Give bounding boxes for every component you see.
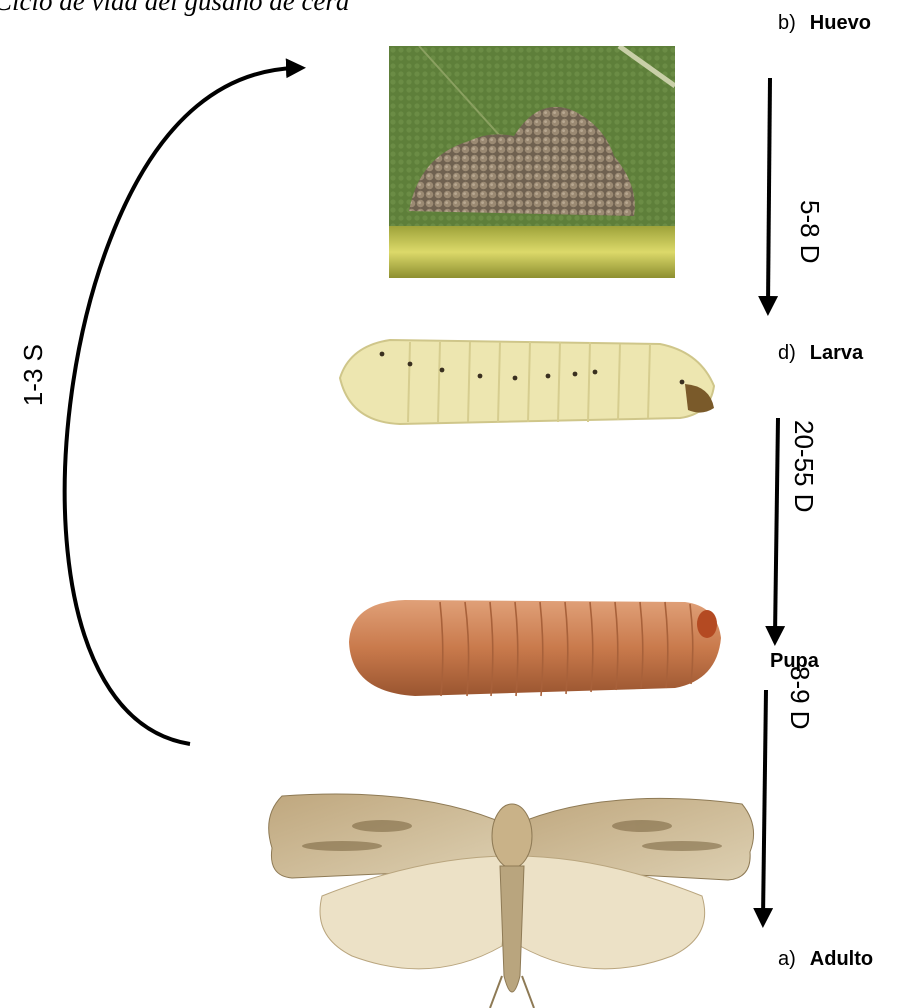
duration-egg-to-larva: 5-8 D <box>794 200 825 264</box>
duration-adult-to-egg: 1-3 S <box>18 344 49 406</box>
duration-pupa-to-adult: 8-9 D <box>784 666 815 730</box>
arrow-egg-to-larva <box>768 78 770 306</box>
arrow-larva-to-pupa <box>775 418 778 636</box>
duration-larva-to-pupa: 20-55 D <box>788 420 819 513</box>
arrow-adult-to-egg <box>65 68 296 744</box>
arrow-pupa-to-adult <box>763 690 766 918</box>
